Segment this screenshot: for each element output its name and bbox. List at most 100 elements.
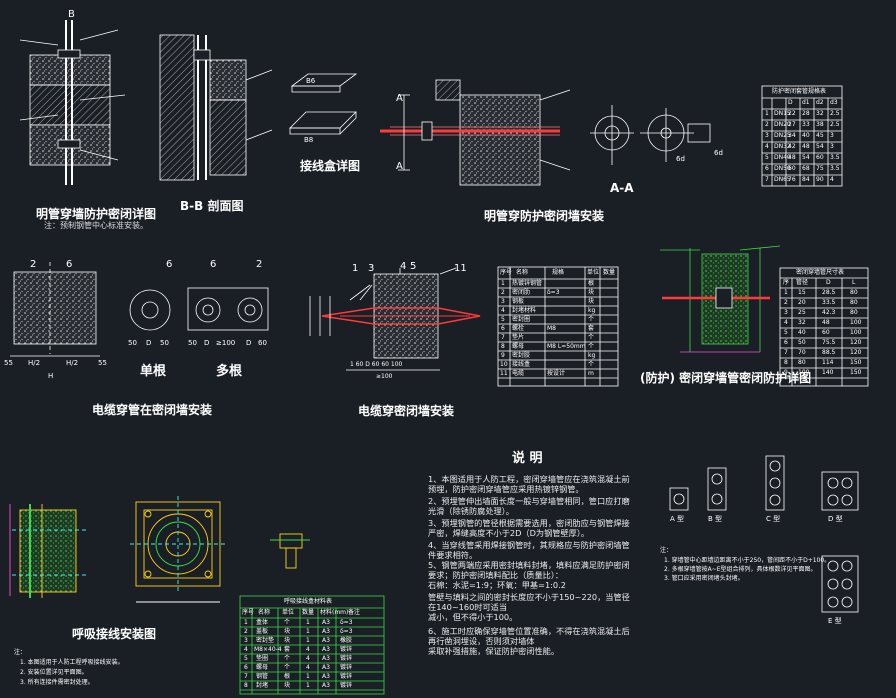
spec-row1-d1: 22 — [788, 110, 796, 117]
breath-r6-unit: 个 — [284, 664, 291, 671]
breath-r1-mat: A3 — [322, 619, 330, 626]
breath-table-grid — [239, 595, 385, 695]
dim-d: D — [146, 339, 152, 347]
spec-row7-d4: 4 — [830, 176, 834, 183]
breath-note-3: 2. 安装位置详见平面图。 — [20, 669, 88, 676]
mat-r6-no: 6 — [501, 325, 505, 332]
mark-5: 5 — [410, 261, 417, 272]
mat-r5-no: 5 — [501, 316, 505, 323]
protect-r7-no: 7 — [784, 349, 788, 356]
spec-row6-d1: 60 — [788, 165, 796, 172]
spec-row3-d1: 34 — [788, 132, 796, 139]
mark-6a: 6 — [66, 259, 73, 270]
mat-h-no: 序号 — [500, 269, 513, 276]
dim-6d-a: 6d — [676, 155, 685, 163]
protect-r2-no: 2 — [784, 299, 788, 306]
mat-r6-name: 螺栓 — [512, 325, 525, 332]
breath-r7-remark: 镀锌 — [340, 673, 353, 680]
protect-r2-l: 80 — [850, 299, 858, 306]
spec-row3-d2: 40 — [802, 132, 810, 139]
breath-r2-unit: 块 — [284, 628, 291, 635]
bb-section-title: B-B 剖面图 — [180, 199, 244, 213]
mat-r9-no: 9 — [501, 352, 505, 359]
spec-row1-d2: 28 — [802, 110, 810, 117]
spec-row3-d3: 45 — [816, 132, 824, 139]
bb-section-drawing — [159, 34, 273, 181]
cable-pipe-wall-drawing — [10, 262, 269, 357]
type-note-1: 注： — [660, 547, 673, 554]
breath-box-drawing — [9, 496, 310, 603]
protect-r6-size: 50 — [798, 339, 806, 346]
spec-header-d3: d3 — [830, 99, 838, 106]
protect-r5-d: 60 — [822, 329, 830, 336]
breath-r7-mat: A3 — [322, 673, 330, 680]
mark-4: 4 — [400, 261, 407, 272]
dim-55-b: 55 — [98, 359, 107, 367]
section-aa-circles — [590, 105, 711, 165]
cable-pipe-title: 电缆穿管在密闭墙安装 — [92, 403, 213, 417]
explain-line-8: 减小，但不得小于100。 — [428, 612, 518, 622]
mat-r11-name: 电缆 — [512, 370, 525, 377]
spec-row4-d3: 54 — [816, 143, 824, 150]
breath-r3-name: 密封垫 — [256, 637, 275, 644]
spec-row3-d: DN25 — [774, 132, 791, 139]
mat-r7-unit: 个 — [588, 334, 595, 341]
protect-r9-l: 150 — [850, 369, 862, 376]
protect-h-size: 管径 — [796, 279, 809, 286]
spec-row7-d2: 84 — [802, 176, 810, 183]
protect-r9-size: 100 — [798, 369, 810, 376]
spec-row6-no: 6 — [765, 165, 769, 172]
breath-h-no: 序号 — [242, 609, 255, 616]
breath-r8-name: 封堵 — [256, 682, 269, 689]
protect-r4-d: 48 — [822, 319, 830, 326]
open-pipe-title: 明管穿防护密闭墙安装 — [484, 209, 605, 223]
protect-h-no: 序 — [783, 279, 790, 286]
junction-box-drawing — [289, 73, 358, 135]
dim-b8: B8 — [304, 136, 314, 144]
spec-row1-d: DN15 — [774, 110, 791, 117]
spec-row6-d4: 3.5 — [830, 165, 840, 172]
breath-h-remark: 备注 — [348, 609, 361, 616]
dim-100: ≥100 — [216, 339, 236, 347]
protect-r3-size: 25 — [798, 309, 806, 316]
breath-r5-no: 5 — [244, 655, 248, 662]
spec-row5-no: 5 — [765, 154, 769, 161]
breath-r1-name: 盒体 — [256, 619, 269, 626]
mat-r6-spec: M8 — [547, 325, 556, 332]
breath-note-1: 注： — [14, 649, 27, 656]
type-b-label: B 型 — [708, 515, 723, 523]
joint-detail-title: 接线盒详图 — [300, 159, 361, 173]
breath-r8-unit: 块 — [284, 682, 291, 689]
multi-label: 多根 — [216, 364, 243, 379]
breath-r6-qty: 4 — [306, 664, 310, 671]
breath-h-unit: 单位 — [282, 609, 295, 616]
spec-row3-d4: 3 — [830, 132, 834, 139]
protect-r7-l: 120 — [850, 349, 862, 356]
protect-r9-no: 9 — [784, 369, 788, 376]
protect-r8-d: 114 — [822, 359, 834, 366]
mark-1: 1 — [352, 263, 359, 274]
mark-6b: 6 — [166, 259, 173, 270]
mark-6c: 6 — [210, 259, 217, 270]
spec-row5-d2: 54 — [802, 154, 810, 161]
dim-50-c: 50 — [188, 339, 197, 347]
explain-line-1: 1、本图适用于人防工程，密闭穿墙管应在浇筑混凝土前预埋，防护密闭穿墙管应采用热镀… — [428, 474, 630, 494]
breath-r2-remark: δ=3 — [340, 628, 353, 635]
mat-r10-no: 10 — [500, 361, 508, 368]
breath-r2-qty: 1 — [306, 628, 310, 635]
spec-row4-no: 4 — [765, 143, 769, 150]
mat-r5-unit: 个 — [588, 316, 595, 323]
breath-r7-unit: 根 — [284, 673, 291, 680]
breath-r3-remark: 橡胶 — [340, 637, 353, 644]
cable-wall-title: 电缆穿密闭墙安装 — [358, 404, 455, 418]
mat-r3-no: 3 — [501, 298, 505, 305]
breath-r6-name: 螺母 — [256, 664, 269, 671]
mat-r3-name: 钢板 — [512, 298, 525, 305]
protect-r3-d: 42.3 — [822, 309, 836, 316]
mat-r10-unit: 个 — [588, 361, 595, 368]
material-table-grid — [497, 266, 619, 387]
dim-h2-b: H/2 — [66, 359, 79, 367]
section-marker-b: B — [68, 9, 75, 20]
protect-r6-l: 120 — [850, 339, 862, 346]
protect-r9-d: 140 — [822, 369, 834, 376]
